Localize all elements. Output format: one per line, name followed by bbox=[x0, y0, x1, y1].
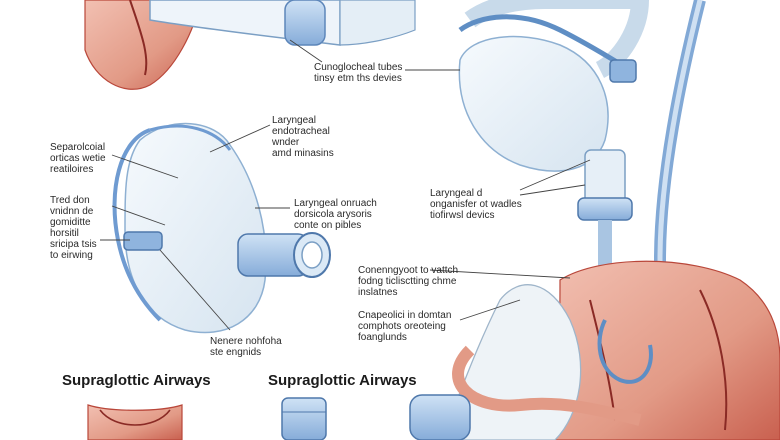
bottom-connector-illustration bbox=[281, 397, 327, 440]
label-laryngeal-endotracheal: Laryngeal endotracheal wnder amd minasin… bbox=[272, 115, 334, 159]
label-laryngeal-pouch: Laryngeal onruach dorsicola arysoris con… bbox=[294, 198, 377, 231]
section-title-center: Supraglottic Airways bbox=[268, 372, 417, 389]
label-domain-components: Cnapeolici in domtan comphots oreoteing … bbox=[358, 310, 452, 343]
bottom-left-larynx-illustration bbox=[87, 404, 183, 440]
section-title-left: Supraglottic Airways bbox=[62, 372, 211, 389]
right-lower-airway-illustration bbox=[409, 260, 780, 440]
label-separator-fixtures: Separolcoial orticas wetie reatiloires bbox=[50, 142, 106, 175]
leader-lines bbox=[100, 39, 591, 331]
label-connecting-tube: Conenngyoot to vattch fodng ticlisctting… bbox=[358, 265, 459, 298]
label-connector-notes: Tred don vnidnn de gomiditte horsitil sr… bbox=[50, 195, 97, 261]
label-tubes-devices: Cunoglocheal tubes tinsy etm ths devies bbox=[314, 62, 403, 84]
label-mask-engines: Nenere nohfoha ste engnids bbox=[210, 336, 282, 358]
top-left-airway-illustration bbox=[84, 0, 416, 90]
label-laryngeal-devices: Laryngeal d onganisfer ot wadles tiofirw… bbox=[430, 188, 522, 221]
